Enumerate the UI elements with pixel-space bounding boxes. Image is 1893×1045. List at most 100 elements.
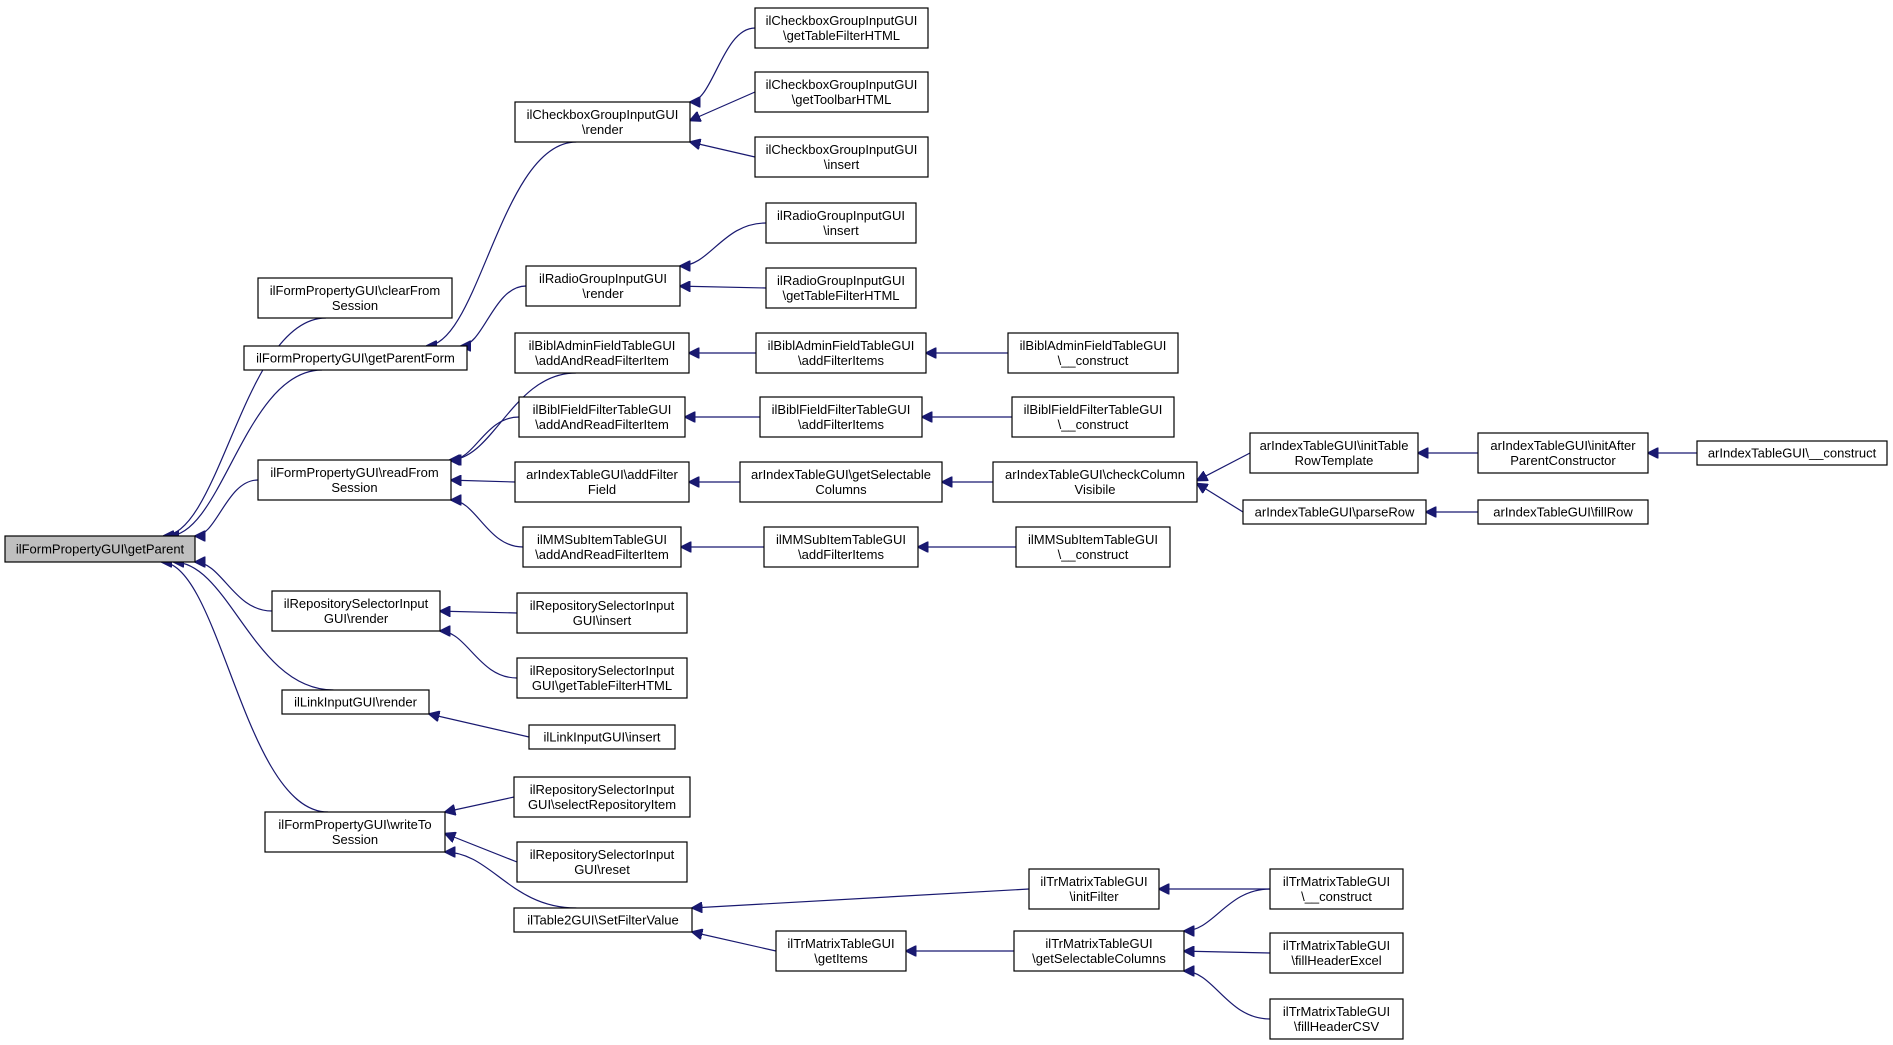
node-box xyxy=(754,71,929,113)
edge-tr-init-filter-to-set-filter xyxy=(692,888,1030,908)
edge-tr-fill-csv-to-tr-get-sel xyxy=(1184,971,1271,1020)
graph-node-link-render[interactable]: ilLinkInputGUI\render xyxy=(281,689,430,715)
node-box xyxy=(264,811,446,853)
node-box xyxy=(1249,432,1419,474)
edge-read-from-to-root xyxy=(195,479,259,536)
graph-node-tr-cons[interactable]: ilTrMatrixTableGUI\__construct xyxy=(1269,868,1404,910)
node-box xyxy=(1269,868,1404,910)
graph-node-bibl-field-add[interactable]: ilBiblFieldFilterTableGUI\addAndReadFilt… xyxy=(518,396,686,438)
graph-node-mms-cons[interactable]: ilMMSubItemTableGUI\__construct xyxy=(1015,526,1171,568)
graph-node-bibl-admin-cons[interactable]: ilBiblAdminFieldTableGUI\__construct xyxy=(1007,332,1179,374)
node-box xyxy=(525,265,681,307)
node-box xyxy=(257,459,452,501)
graph-node-set-filter[interactable]: ilTable2GUI\SetFilterValue xyxy=(513,907,693,933)
graph-node-link-insert[interactable]: ilLinkInputGUI\insert xyxy=(528,724,676,750)
node-label: ilLinkInputGUI\render xyxy=(294,695,418,710)
graph-node-ar-init-after[interactable]: arIndexTableGUI\initAfterParentConstruct… xyxy=(1477,432,1649,474)
edge-bibl-admin-add-to-read-from xyxy=(450,372,576,460)
graph-node-radio-insert[interactable]: ilRadioGroupInputGUI\insert xyxy=(765,202,917,244)
edge-repo-render-to-root xyxy=(195,562,273,612)
graph-node-ar-parse-row[interactable]: arIndexTableGUI\parseRow xyxy=(1242,499,1427,525)
node-label: \__construct xyxy=(1058,417,1129,432)
graph-node-ar-get-sel[interactable]: arIndexTableGUI\getSelectableColumns xyxy=(739,461,943,503)
edge-ar-add-filter-to-read-from xyxy=(451,480,516,482)
graph-node-repo-get-table[interactable]: ilRepositorySelectorInputGUI\getTableFil… xyxy=(516,657,688,699)
node-label: ilTrMatrixTableGUI xyxy=(1283,938,1390,953)
node-label: ilBiblAdminFieldTableGUI xyxy=(1020,338,1167,353)
node-box xyxy=(4,535,196,563)
graph-node-cb-get-table[interactable]: ilCheckboxGroupInputGUI\getTableFilterHT… xyxy=(754,7,929,49)
node-label: ilRepositorySelectorInput xyxy=(284,596,429,611)
graph-node-tr-init-filter[interactable]: ilTrMatrixTableGUI\initFilter xyxy=(1028,868,1160,910)
node-box xyxy=(1477,432,1649,474)
node-label: ilCheckboxGroupInputGUI xyxy=(527,107,679,122)
node-label: ilCheckboxGroupInputGUI xyxy=(766,142,918,157)
edge-tr-get-items-to-set-filter xyxy=(692,932,777,952)
node-label: Session xyxy=(332,298,378,313)
edge-link-insert-to-link-render xyxy=(429,714,530,738)
node-box xyxy=(992,461,1198,503)
graph-node-root[interactable]: ilFormPropertyGUI\getParent xyxy=(4,535,196,563)
node-label: ilCheckboxGroupInputGUI xyxy=(766,13,918,28)
graph-node-ar-fill-row[interactable]: arIndexTableGUI\fillRow xyxy=(1477,499,1649,525)
node-box xyxy=(754,136,929,178)
edge-radio-get-table-to-radio-render xyxy=(680,286,767,288)
node-box xyxy=(775,930,907,972)
graph-node-radio-render[interactable]: ilRadioGroupInputGUI\render xyxy=(525,265,681,307)
node-box xyxy=(514,332,690,374)
node-box xyxy=(518,396,686,438)
graph-node-bibl-admin-items[interactable]: ilBiblAdminFieldTableGUI\addFilterItems xyxy=(755,332,927,374)
node-label: ilRepositorySelectorInput xyxy=(530,847,675,862)
node-box xyxy=(739,461,943,503)
node-label: arIndexTableGUI\addFilter xyxy=(526,467,678,482)
graph-node-bibl-field-items[interactable]: ilBiblFieldFilterTableGUI\addFilterItems xyxy=(759,396,923,438)
node-label: GUI\getTableFilterHTML xyxy=(532,678,672,693)
node-box xyxy=(754,7,929,49)
node-label: ilRadioGroupInputGUI xyxy=(777,208,905,223)
graph-node-mms-items[interactable]: ilMMSubItemTableGUI\addFilterItems xyxy=(763,526,919,568)
node-label: \initFilter xyxy=(1069,889,1119,904)
graph-node-mms-add[interactable]: ilMMSubItemTableGUI\addAndReadFilterItem xyxy=(522,526,682,568)
edge-repo-reset-to-write-to xyxy=(445,834,518,863)
graph-node-radio-get-table[interactable]: ilRadioGroupInputGUI\getTableFilterHTML xyxy=(765,267,917,309)
edges-layer xyxy=(162,27,1697,1020)
node-label: ilFormPropertyGUI\writeTo xyxy=(278,817,431,832)
node-label: \getItems xyxy=(814,951,868,966)
graph-node-tr-get-items[interactable]: ilTrMatrixTableGUI\getItems xyxy=(775,930,907,972)
graph-node-cb-render[interactable]: ilCheckboxGroupInputGUI\render xyxy=(514,101,691,143)
node-label: \insert xyxy=(824,157,860,172)
node-label: ilMMSubItemTableGUI xyxy=(1028,532,1158,547)
graph-node-cb-get-toolbar[interactable]: ilCheckboxGroupInputGUI\getToolbarHTML xyxy=(754,71,929,113)
graph-node-bibl-field-cons[interactable]: ilBiblFieldFilterTableGUI\__construct xyxy=(1011,396,1175,438)
graph-node-tr-fill-csv[interactable]: ilTrMatrixTableGUI\fillHeaderCSV xyxy=(1269,998,1404,1040)
node-box xyxy=(763,526,919,568)
node-label: GUI\insert xyxy=(573,613,632,628)
graph-node-repo-select[interactable]: ilRepositorySelectorInputGUI\selectRepos… xyxy=(513,776,691,818)
node-box xyxy=(1013,930,1185,972)
graph-node-get-parent-form[interactable]: ilFormPropertyGUI\getParentForm xyxy=(243,345,468,371)
node-box xyxy=(257,277,453,319)
node-label: ilTrMatrixTableGUI xyxy=(787,936,894,951)
graph-node-tr-fill-excel[interactable]: ilTrMatrixTableGUI\fillHeaderExcel xyxy=(1269,932,1404,974)
graph-node-bibl-admin-add[interactable]: ilBiblAdminFieldTableGUI\addAndReadFilte… xyxy=(514,332,690,374)
edge-get-parent-form-to-root xyxy=(168,369,323,536)
node-label: \insert xyxy=(823,223,859,238)
node-label: ilFormPropertyGUI\getParentForm xyxy=(256,351,455,366)
graph-node-ar-cons[interactable]: arIndexTableGUI\__construct xyxy=(1696,440,1888,466)
graph-node-cb-insert[interactable]: ilCheckboxGroupInputGUI\insert xyxy=(754,136,929,178)
node-label: \fillHeaderExcel xyxy=(1291,953,1381,968)
node-label: \addFilterItems xyxy=(798,547,884,562)
node-label: \addAndReadFilterItem xyxy=(535,417,669,432)
edge-write-to-to-root xyxy=(162,562,329,813)
graph-node-tr-get-sel[interactable]: ilTrMatrixTableGUI\getSelectableColumns xyxy=(1013,930,1185,972)
